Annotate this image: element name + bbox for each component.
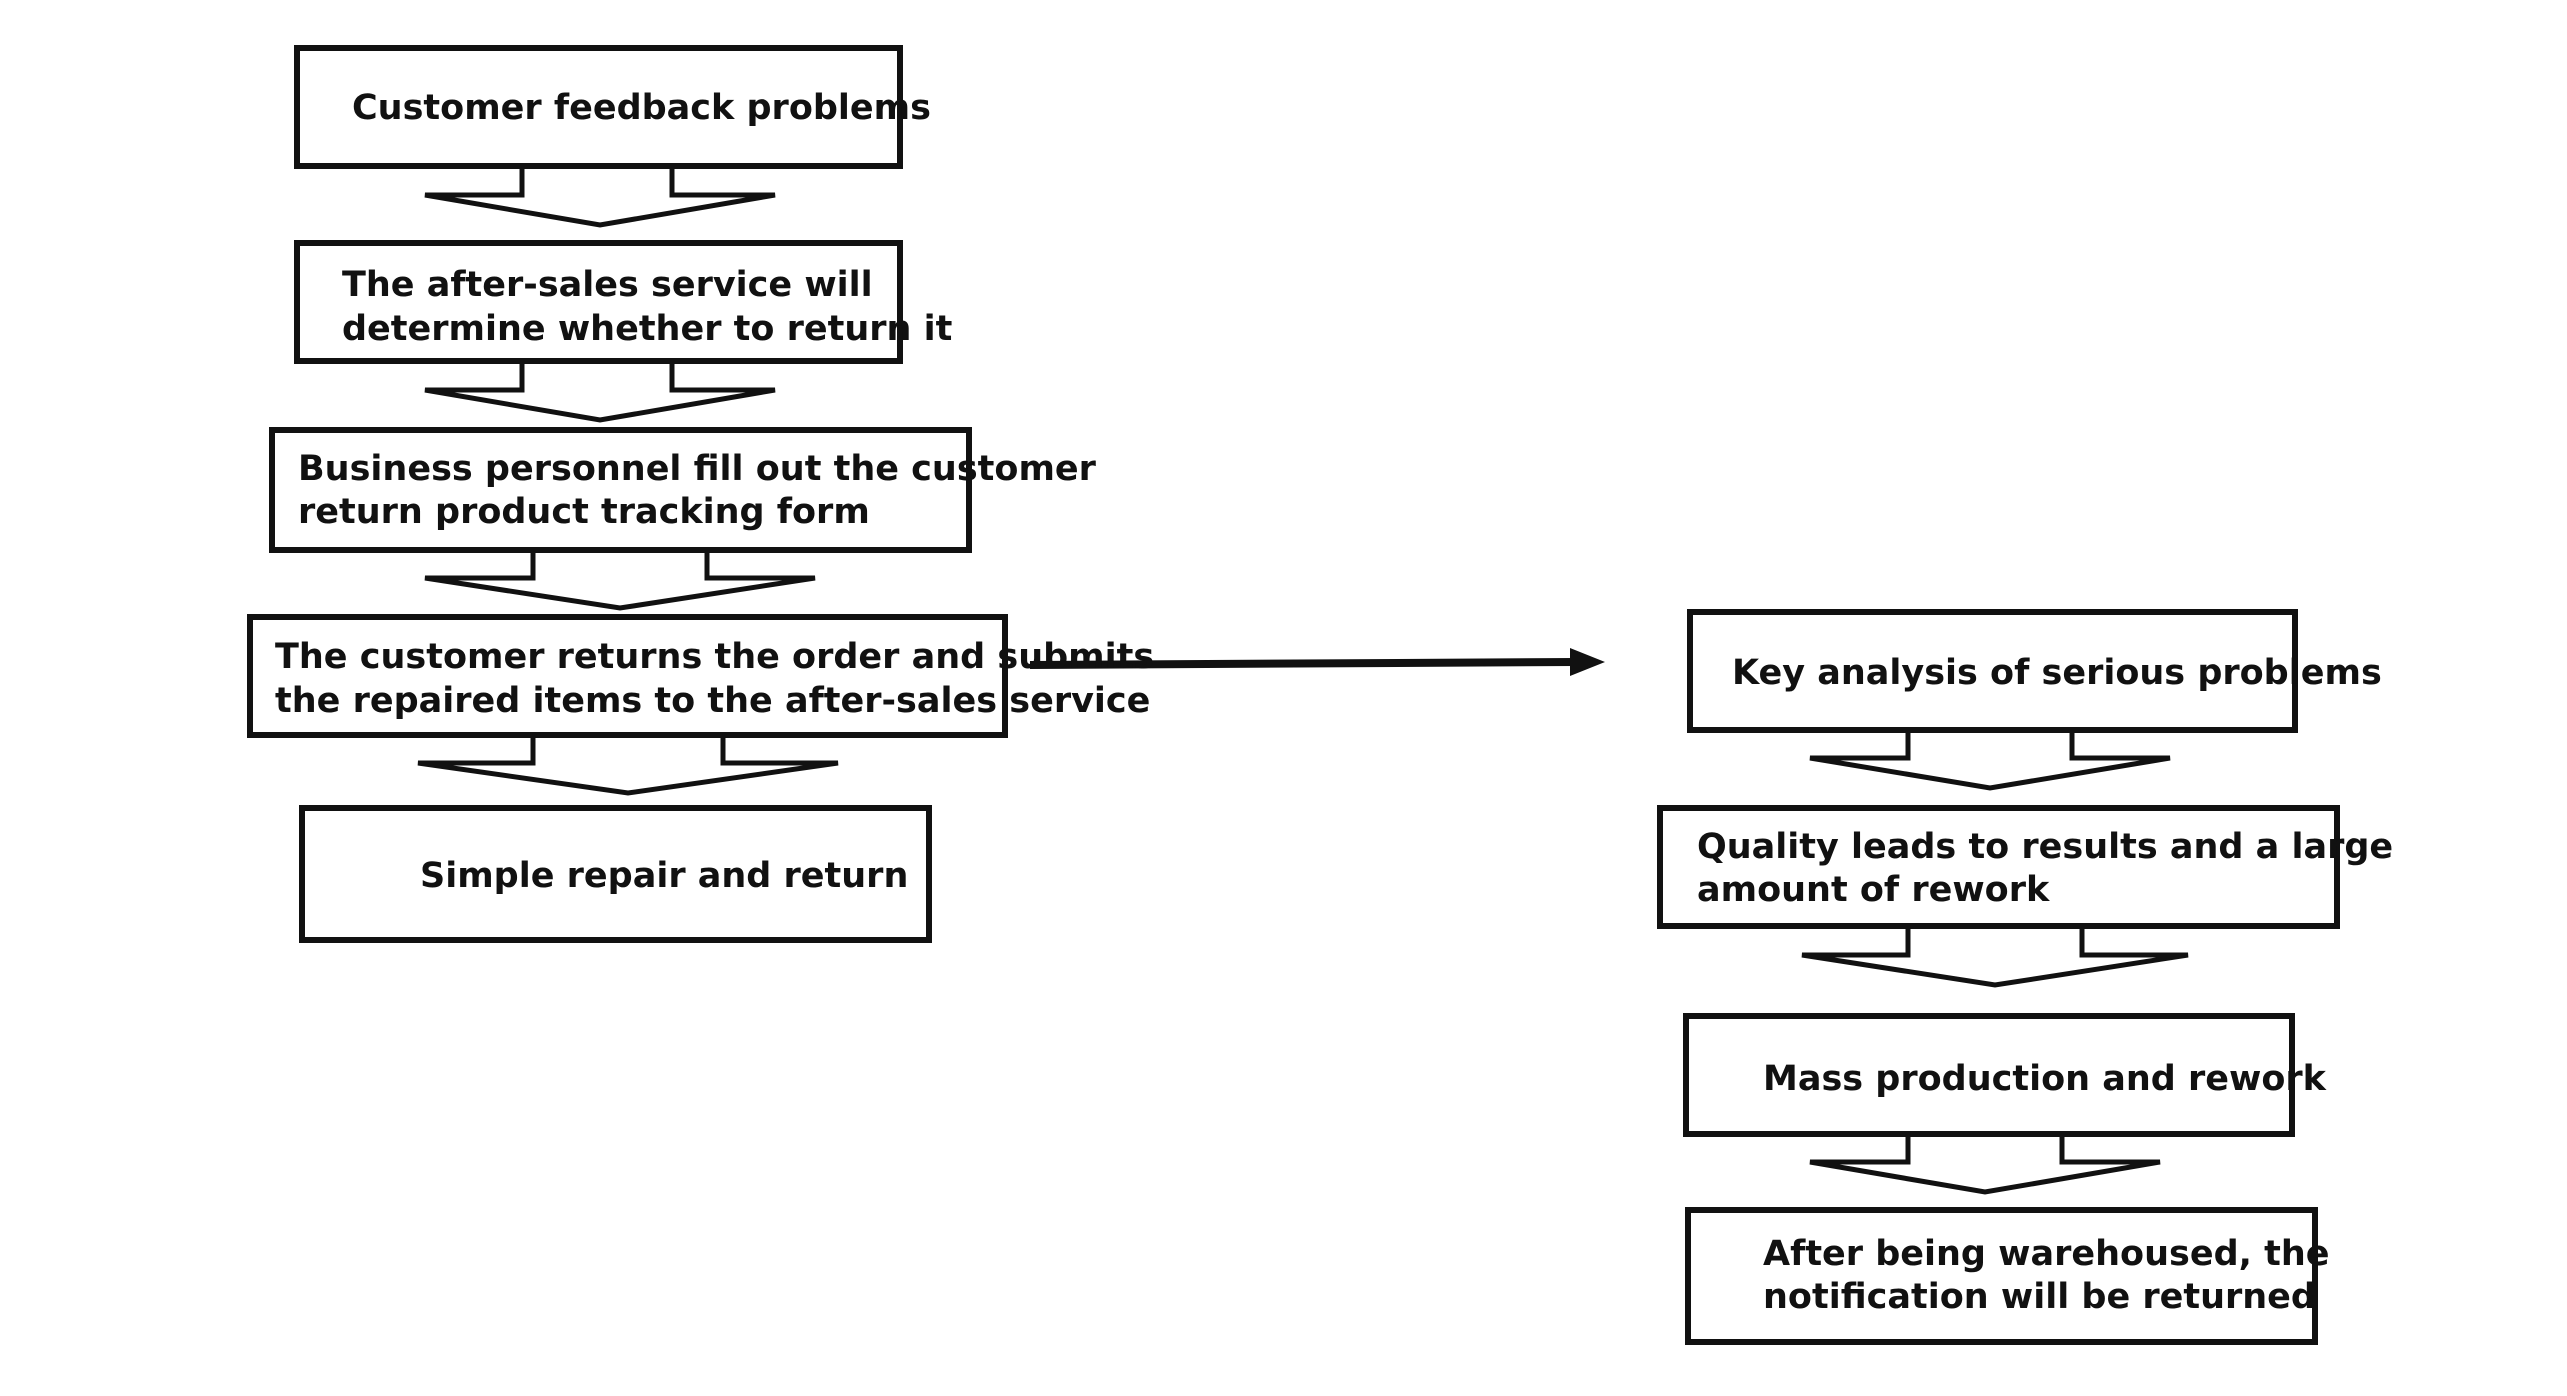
box-label-line: Key analysis of serious problems <box>1732 653 2382 693</box>
box-label-l1: Customer feedback problems <box>352 88 931 128</box>
block-arrow-r1-r2 <box>1809 725 2171 791</box>
block-arrow-l4-l5 <box>417 730 839 796</box>
flow-box-r3 <box>1683 1013 2295 1137</box>
flow-box-r4 <box>1685 1207 2318 1345</box>
box-label-line: amount of rework <box>1697 870 2050 910</box>
box-label-line: After being warehoused, the <box>1763 1234 2330 1274</box>
box-label-line: The customer returns the order and submi… <box>275 637 1154 677</box>
flow-box-l5 <box>299 805 932 943</box>
boxes-layer <box>247 45 2340 1345</box>
flow-box-r1 <box>1687 609 2298 733</box>
box-label-line: determine whether to return it <box>342 309 952 349</box>
box-label-line: Business personnel fill out the customer <box>298 449 1097 489</box>
box-label-line: Customer feedback problems <box>352 88 931 128</box>
arrow-head-l4-r1 <box>1570 648 1605 676</box>
box-label-l5: Simple repair and return <box>420 856 908 896</box>
box-label-r2: Quality leads to results and a large amo… <box>1697 827 2405 910</box>
block-arrow-l1-l2 <box>424 162 776 228</box>
box-label-line: The after-sales service will <box>342 265 873 305</box>
box-label-l2: The after-sales service will determine w… <box>342 265 952 349</box>
box-label-l3: Business personnel fill out the customer… <box>298 449 1108 532</box>
block-arrow-l3-l4 <box>424 545 816 611</box>
box-label-l4: The customer returns the order and submi… <box>275 637 1166 721</box>
box-label-line: return product tracking form <box>298 492 870 532</box>
flow-box-l1 <box>294 45 903 169</box>
block-arrow-r3-r4 <box>1809 1129 2161 1195</box>
block-arrow-l2-l3 <box>424 357 776 423</box>
box-label-line: Simple repair and return <box>420 856 908 896</box>
box-label-r4: After being warehoused, the notification… <box>1763 1234 2342 1317</box>
box-label-line: Quality leads to results and a large <box>1697 827 2393 867</box>
flow-box-l3 <box>269 427 972 553</box>
flow-box-r2 <box>1657 805 2340 929</box>
flow-box-l4 <box>247 614 1008 738</box>
box-label-line: the repaired items to the after-sales se… <box>275 681 1150 721</box>
box-label-r1: Key analysis of serious problems <box>1732 653 2382 693</box>
arrow-line-l4-r1 <box>1029 658 1576 669</box>
box-label-line: notification will be returned <box>1763 1277 2316 1317</box>
labels-layer: Customer feedback problems The after-sal… <box>275 88 2405 1317</box>
flow-box-l2 <box>294 240 903 364</box>
box-label-line: Mass production and rework <box>1763 1059 2327 1099</box>
box-label-r3: Mass production and rework <box>1763 1059 2327 1099</box>
block-arrow-r2-r3 <box>1801 922 2189 988</box>
